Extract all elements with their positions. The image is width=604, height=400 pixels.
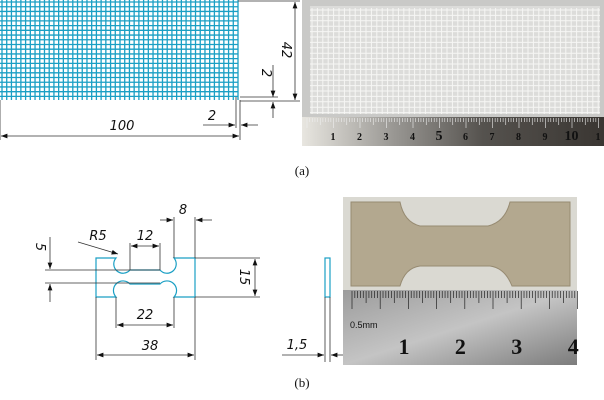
ruler-number: 1 (596, 132, 601, 143)
specimen-photo: 0.5mm 1 2 3 4 (343, 197, 579, 365)
dim-neck-top: 12 (137, 229, 154, 244)
ruler-number: 3 (384, 132, 389, 143)
ruler-number: 6 (463, 132, 468, 143)
dim-gauge-length: 22 (137, 308, 154, 323)
ruler-number: 3 (511, 334, 522, 359)
ruler-number: 1 (331, 132, 336, 143)
ruler-number: 2 (357, 132, 362, 143)
mesh-photo: 1 2 3 4 5 6 7 8 9 10 1 (302, 0, 604, 146)
dim-spacing-v: 2 (258, 69, 273, 77)
ruler-number: 7 (490, 132, 495, 143)
specimen-side-view: 1,5 (282, 257, 343, 362)
ruler-number: 5 (436, 129, 443, 144)
dim-grip: 8 (179, 203, 187, 218)
ruler-number: 2 (455, 334, 466, 359)
dim-width: 100 (110, 119, 135, 134)
ruler-number: 4 (568, 334, 579, 359)
dim-thickness: 1,5 (287, 338, 308, 353)
ruler (343, 290, 577, 365)
mesh-drawing (0, 0, 239, 100)
dim-height: 42 (278, 42, 293, 59)
dim-radius: R5 (89, 229, 106, 244)
ruler-unit-label: 0.5mm (350, 320, 378, 330)
caption-a: (a) (295, 163, 309, 178)
ruler-number: 9 (543, 132, 548, 143)
dim-neck-width: 5 (32, 243, 47, 251)
caption-b: (b) (294, 375, 309, 390)
ruler-number: 1 (399, 334, 410, 359)
dim-width: 15 (236, 269, 251, 286)
dim-spacing-h: 2 (208, 109, 216, 124)
mesh-dimensions: 42 2 100 2 (0, 0, 300, 140)
ruler-number: 10 (565, 129, 579, 144)
dim-total-length: 38 (142, 339, 159, 354)
ruler-number: 4 (410, 132, 415, 143)
ruler-number: 8 (516, 132, 521, 143)
specimen-drawing: 5 R5 12 8 15 22 38 (32, 203, 260, 360)
